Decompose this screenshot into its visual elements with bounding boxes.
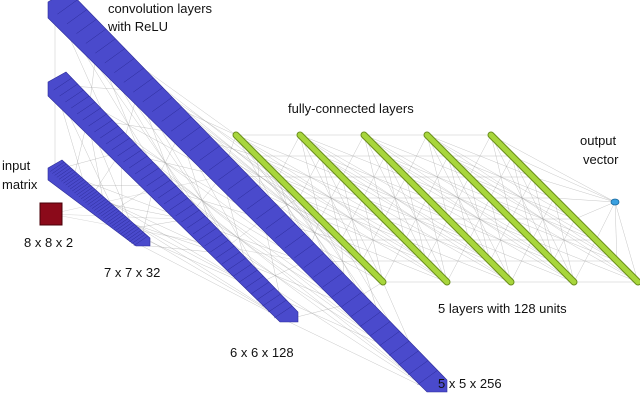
fc-title: fully-connected layers bbox=[288, 101, 414, 116]
conv3-dim-label: 5 x 5 x 256 bbox=[438, 376, 502, 391]
fc-layer-3 bbox=[364, 135, 511, 282]
edge bbox=[615, 202, 617, 261]
output-label-line2: vector bbox=[583, 152, 619, 167]
output-label-line1: output bbox=[580, 133, 617, 148]
conv-title-line1: convolution layers bbox=[108, 1, 213, 16]
conv-layer-3 bbox=[48, 0, 447, 392]
conv-title-line2: with ReLU bbox=[107, 19, 168, 34]
output-vector-node bbox=[611, 199, 619, 205]
fc-units-label: 5 layers with 128 units bbox=[438, 301, 567, 316]
input-matrix-block bbox=[40, 203, 62, 225]
conv1-dim-label: 7 x 7 x 32 bbox=[104, 265, 160, 280]
edge bbox=[554, 198, 615, 202]
input-label-line1: input bbox=[2, 158, 31, 173]
edge bbox=[596, 202, 615, 240]
conv2-dim-label: 6 x 6 x 128 bbox=[230, 345, 294, 360]
edge bbox=[575, 202, 615, 219]
input-dim-label: 8 x 8 x 2 bbox=[24, 235, 73, 250]
fc-layer-4 bbox=[427, 135, 574, 282]
input-label-line2: matrix bbox=[2, 177, 38, 192]
